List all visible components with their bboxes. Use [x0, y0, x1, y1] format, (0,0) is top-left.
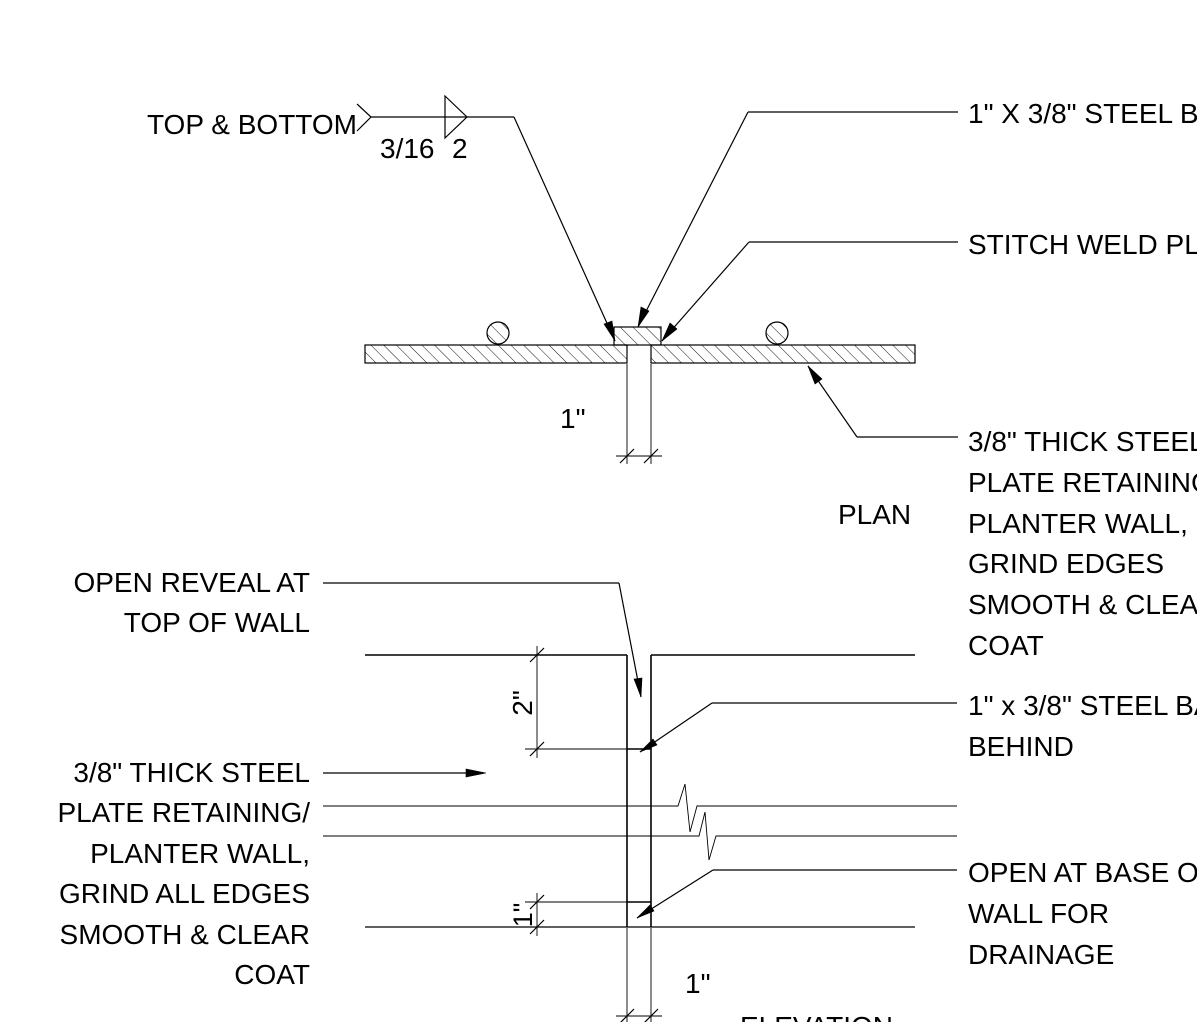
weld-symbol: [356, 94, 616, 342]
weld-note-label: TOP & BOTTOM: [147, 109, 357, 140]
elev-dim-bottom-label: 1": [508, 903, 538, 928]
break-lines: [323, 783, 957, 861]
plan-rebar-left: [486, 321, 510, 345]
callout-open-reveal: OPEN REVEAL AT TOP OF WALL: [73, 567, 310, 638]
leader-plan-plate: [807, 365, 958, 438]
leader-open-reveal: [323, 582, 643, 698]
bar-behind-line-2: BEHIND: [968, 731, 1074, 762]
plan-rebar-right: [765, 321, 789, 345]
callout-elev-plate: 3/8" THICK STEEL PLATE RETAINING/ PLANTE…: [57, 757, 310, 990]
plan-gap-dim-label: 1": [560, 403, 586, 434]
open-base-line-1: OPEN AT BASE OF: [968, 857, 1197, 888]
open-base-line-3: DRAINAGE: [968, 939, 1114, 970]
plan-gap-dimension: [616, 364, 662, 464]
elev-dim-gap-label: 1": [685, 968, 711, 999]
plan-plate-right: [650, 344, 916, 364]
plan-plate-line-6: COAT: [968, 630, 1044, 661]
callout-plan-plate: 3/8" THICK STEEL PLATE RETAINING PLANTER…: [968, 426, 1197, 661]
elev-dimension-top: [525, 646, 627, 758]
weld-length-label: 2: [452, 133, 468, 164]
callout-stitch-weld: STITCH WELD PLA: [968, 229, 1197, 260]
plan-plate-line-2: PLATE RETAINING: [968, 467, 1197, 498]
elev-dimension-gap: [616, 928, 662, 1022]
plan-plate-line-5: SMOOTH & CLEAR: [968, 589, 1197, 620]
elevation-view: 2" 1" 1" OPEN REVEAL AT TOP OF WALL 3/8"…: [57, 567, 1197, 1022]
open-reveal-line-2: TOP OF WALL: [124, 607, 310, 638]
bar-behind-line-1: 1" x 3/8" STEEL BA: [968, 690, 1197, 721]
elev-plate-line-6: COAT: [234, 959, 310, 990]
plan-plate-line-4: GRIND EDGES: [968, 548, 1164, 579]
callout-steel-bar: 1" X 3/8" STEEL BA: [968, 98, 1197, 129]
plan-plate-line-1: 3/8" THICK STEEL: [968, 426, 1197, 457]
leader-steel-bar: [637, 111, 958, 328]
leader-bar-behind: [639, 702, 957, 753]
leader-stitch-weld: [661, 241, 958, 342]
plan-plate-line-3: PLANTER WALL,: [968, 508, 1188, 539]
plan-steel-bar: [613, 326, 662, 346]
elev-dim-top-label: 2": [507, 690, 538, 716]
elev-plate-line-1: 3/8" THICK STEEL: [73, 757, 310, 788]
weld-size-label: 3/16: [380, 133, 435, 164]
open-base-line-2: WALL FOR: [968, 898, 1109, 929]
open-reveal-line-1: OPEN REVEAL AT: [73, 567, 310, 598]
plan-plate-left: [364, 344, 628, 364]
elevation-title: ELEVATION: [740, 1011, 893, 1022]
elev-plate-line-2: PLATE RETAINING/: [57, 797, 310, 828]
leader-elev-plate: [323, 768, 487, 778]
plan-title: PLAN: [838, 499, 911, 530]
plan-view: TOP & BOTTOM 3/16 2 1" 1" X 3/8" STEEL B…: [147, 94, 1197, 661]
elev-dimension-bottom: [525, 893, 627, 936]
leader-open-base: [636, 869, 957, 919]
elev-plate-line-5: SMOOTH & CLEAR: [60, 919, 310, 950]
elev-plate-line-4: GRIND ALL EDGES: [59, 878, 310, 909]
elev-plate-line-3: PLANTER WALL,: [90, 838, 310, 869]
callout-bar-behind: 1" x 3/8" STEEL BA BEHIND: [968, 690, 1197, 762]
callout-open-base: OPEN AT BASE OF WALL FOR DRAINAGE: [968, 857, 1197, 970]
